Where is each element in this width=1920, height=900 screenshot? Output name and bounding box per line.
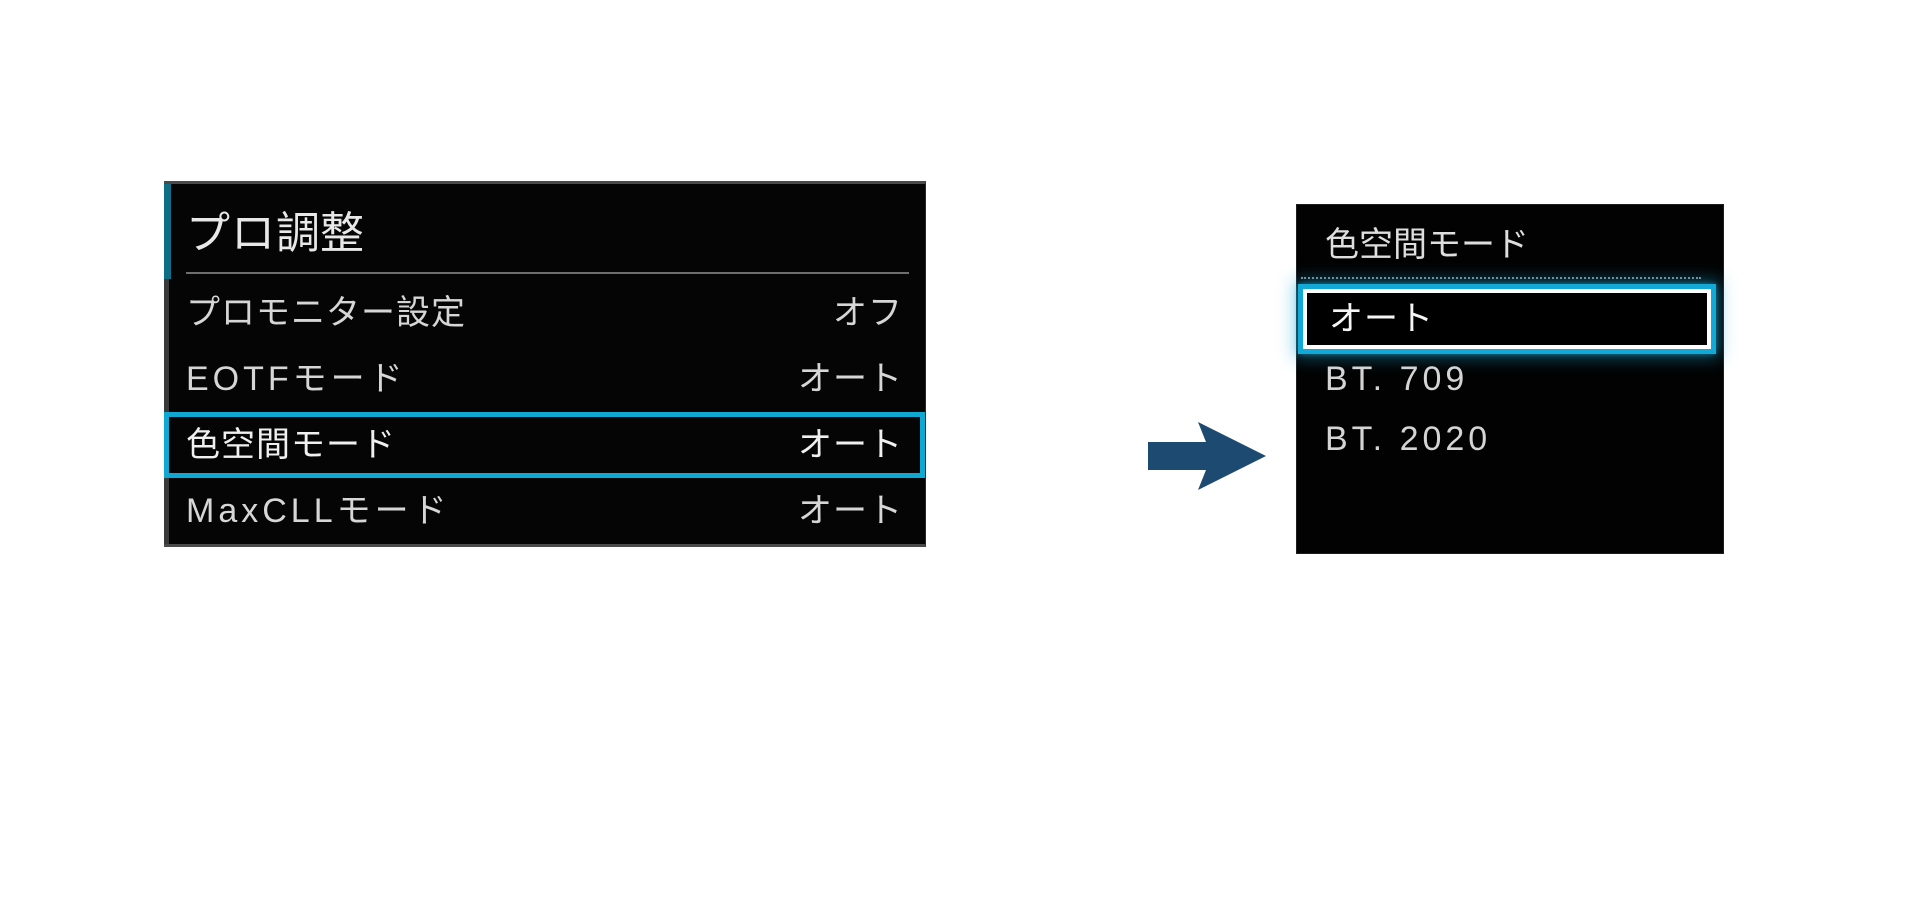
panel-header: プロ調整 <box>186 198 364 270</box>
settings-row-label: MaxCLLモード <box>186 492 451 530</box>
page-title-kanji: 調整 <box>276 209 364 258</box>
submenu-option-label: BT. 709 <box>1325 360 1469 398</box>
pro-adjust-panel: プロ調整 プロモニター設定 オフ EOTFモード オート 色空間モード オート … <box>164 181 926 547</box>
page-title: プロ調整 <box>186 212 364 256</box>
submenu-title: 色空間モード <box>1325 226 1529 264</box>
settings-row-pro-monitor[interactable]: プロモニター設定 オフ <box>164 280 925 346</box>
panel-accent-bar <box>164 184 171 279</box>
settings-row-value: オート <box>798 492 903 530</box>
settings-row-color-space-mode[interactable]: 色空間モード オート <box>164 412 925 478</box>
submenu-option-bt709[interactable]: BT. 709 <box>1297 349 1723 409</box>
arrow-right-icon <box>1148 420 1268 492</box>
settings-row-value: オート <box>798 426 903 464</box>
settings-row-label: 色空間モード <box>186 426 396 464</box>
submenu-option-list: オート BT. 709 BT. 2020 <box>1297 284 1723 553</box>
page-title-kana: プロ <box>186 209 276 258</box>
settings-row-eotf-mode[interactable]: EOTFモード オート <box>164 346 925 412</box>
submenu-header: 色空間モード <box>1325 217 1529 273</box>
submenu-option-label: BT. 2020 <box>1325 420 1492 458</box>
settings-row-label: プロモニター設定 <box>186 294 466 332</box>
submenu-divider <box>1301 277 1701 279</box>
submenu-option-bt2020[interactable]: BT. 2020 <box>1297 409 1723 469</box>
settings-row-label: EOTFモード <box>186 360 407 398</box>
color-space-mode-submenu: 色空間モード オート BT. 709 BT. 2020 <box>1296 204 1724 554</box>
settings-row-maxcll-mode[interactable]: MaxCLLモード オート <box>164 478 925 544</box>
panel-left-edge <box>164 279 169 544</box>
submenu-option-label: オート <box>1329 300 1434 338</box>
settings-row-value: オート <box>798 360 903 398</box>
settings-row-value: オフ <box>833 294 903 332</box>
submenu-option-auto[interactable]: オート <box>1298 284 1716 354</box>
settings-list: プロモニター設定 オフ EOTFモード オート 色空間モード オート MaxCL… <box>164 280 925 544</box>
header-divider <box>186 272 909 274</box>
